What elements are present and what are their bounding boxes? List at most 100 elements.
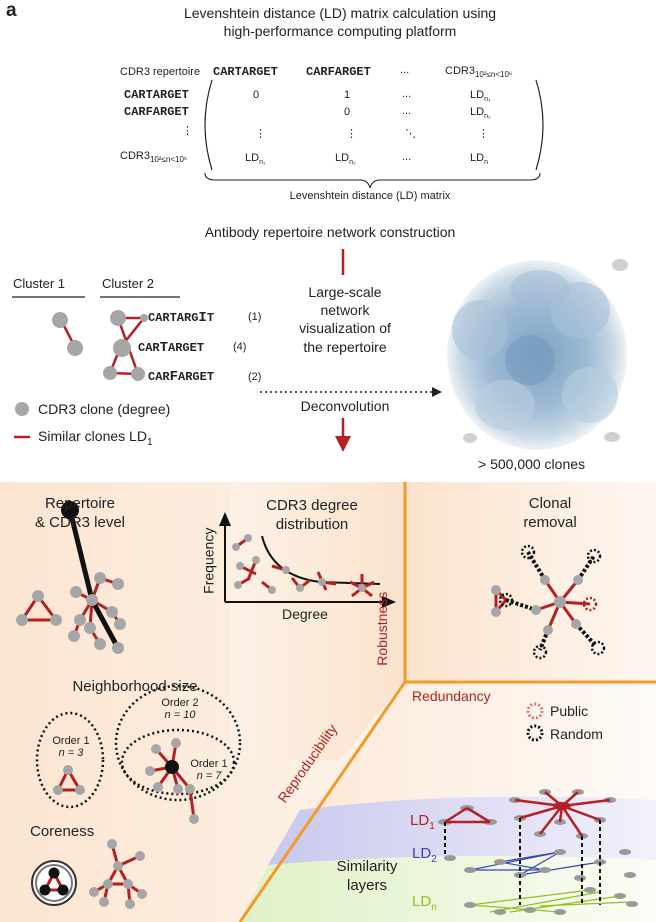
matrix-r1-c4: LDn₁ [470, 89, 490, 103]
matrix-row-label-4-text: CDR3 [120, 150, 150, 162]
random-icon [526, 724, 544, 742]
redundancy-label: Redundancy [412, 688, 491, 704]
title-line-2: high-performance computing platform [223, 22, 457, 39]
rep-level-line-1: Repertoire [44, 495, 116, 512]
public-label: Public [550, 703, 589, 719]
legend-similar-sub: 1 [146, 436, 153, 448]
repertoire-level-title: Repertoire & CDR3 level [20, 495, 140, 533]
seq2-post: ARGET [168, 341, 205, 355]
clonal-removal-title: Clonal removal [490, 495, 610, 533]
title-line-1: Levenshtein distance (LD) matrix calcula… [183, 5, 497, 21]
matrix-r4-c2: LDn₂ [335, 152, 356, 166]
seq1-pre: CARTARG [148, 311, 199, 325]
sequence-3: CARFARGET [148, 369, 214, 385]
matrix-r2-c2: 0 [344, 106, 351, 118]
matrix-r4-c2-text: LD [335, 152, 350, 164]
sequence-1-count: (1) [248, 311, 262, 323]
matrix-row-label-2: CARFARGET [124, 105, 189, 119]
ld1-text: LD [410, 812, 430, 829]
matrix-r2-c3: ... [402, 105, 412, 117]
matrix-r4-c4-sub: n [484, 159, 488, 167]
seq1-bold: I [198, 310, 207, 326]
order2-text: Order 2 [161, 697, 199, 709]
matrix-col-header-4-sub: 10²≤n<10⁶ [474, 70, 513, 80]
n10-text: n = 10 [164, 709, 196, 721]
public-icon [526, 702, 544, 720]
matrix-r3-c4: ⋮ [478, 128, 489, 140]
degree-dist-line-1: CDR3 degree [266, 497, 358, 514]
ld2-sub: 2 [431, 854, 437, 865]
panel-a-title: Levenshtein distance (LD) matrix calcula… [150, 5, 530, 40]
similarity-line-2: layers [346, 876, 387, 894]
panel-a-label: a [6, 0, 17, 21]
seq1-post: T [206, 311, 215, 325]
seq3-post: ARGET [178, 370, 215, 384]
cluster-1-label: Cluster 1 [13, 276, 66, 291]
similarity-line-1: Similarity [336, 858, 398, 875]
order1-left-label: Order 1 n = 3 [44, 735, 98, 759]
sequence-2-count: (4) [233, 341, 247, 353]
matrix-r2-c4: LDn₂ [470, 106, 491, 120]
matrix-brackets [204, 79, 544, 189]
matrix-r4-c1-text: LD [245, 152, 260, 164]
similarity-layers-title: Similarity layers [322, 858, 412, 896]
matrix-r3-c1: ⋮ [255, 128, 266, 140]
viz-line-3: visualization of [299, 320, 391, 337]
coreness-title: Coreness [30, 823, 95, 840]
order1-right-text: Order 1 [190, 758, 228, 770]
seq3-pre: CAR [148, 370, 170, 384]
random-label: Random [550, 726, 603, 742]
matrix-r4-c1: LDn₁ [245, 152, 265, 166]
ldn-label: LDn [412, 893, 437, 915]
cluster-2-label: Cluster 2 [102, 276, 155, 291]
matrix-r2-c4-sub: n₂ [484, 113, 491, 121]
matrix-row-label-4-sub: 10²≤n<10⁶ [149, 155, 188, 165]
matrix-row-label-ellipsis: ⋮ [182, 125, 193, 137]
viz-line-4: the repertoire [303, 338, 387, 355]
matrix-col-header-4: CDR310²≤n<10⁶ [445, 65, 512, 79]
sequence-2: CARTARGET [138, 340, 204, 356]
network-construction-title: Antibody repertoire network construction [204, 224, 456, 240]
ld2-label: LD2 [412, 845, 437, 867]
clonal-line-2: removal [523, 513, 577, 531]
matrix-r1-c3: ... [402, 88, 412, 100]
ldn-text: LD [412, 893, 432, 910]
similarity-layers-graph [438, 789, 638, 915]
matrix-r4-c4-text: LD [470, 152, 485, 164]
repertoire-level-graph [16, 501, 126, 654]
clonal-removal-graph [491, 544, 606, 660]
matrix-row-label-4: CDR310²≤n<10⁶ [120, 150, 187, 164]
matrix-r1-c2: 1 [344, 89, 351, 101]
viz-line-2: network [320, 302, 370, 319]
network-visualization-cloud [447, 259, 628, 450]
degree-dist-line-2: distribution [275, 515, 349, 533]
matrix-corner-label: CDR3 repertoire [120, 66, 201, 78]
matrix-r3-c3: ⋱ [405, 128, 416, 140]
legend-similar-label: Similar clones LD1 [38, 428, 153, 449]
matrix-col-header-3: ... [400, 64, 410, 76]
ld2-text: LD [412, 845, 432, 862]
matrix-row-label-1: CARTARGET [124, 88, 189, 102]
frequency-axis-label: Frequency [200, 527, 217, 594]
robustness-label: Robustness [374, 591, 391, 666]
order2-label: Order 2 n = 10 [150, 697, 210, 721]
matrix-r3-c2: ⋮ [346, 128, 357, 140]
matrix-r4-c2-sub: n₂ [349, 159, 356, 167]
sequence-1: CARTARGIT [148, 310, 214, 326]
seq3-bold: F [169, 369, 179, 385]
matrix-r1-c4-sub: n₁ [484, 96, 491, 104]
ld1-sub: 1 [429, 821, 435, 832]
clones-count-label: > 500,000 clones [478, 456, 586, 472]
matrix-r1-c1: 0 [253, 89, 260, 101]
degree-axis-label: Degree [282, 606, 328, 622]
viz-line-1: Large-scale [308, 284, 382, 300]
coreness-graph [31, 839, 147, 909]
panel-a-graphics [12, 249, 628, 452]
n7-text: n = 7 [196, 770, 222, 782]
sequence-3-count: (2) [248, 371, 262, 383]
matrix-r2-c4-text: LD [470, 106, 485, 118]
matrix-r1-c4-text: LD [470, 89, 485, 101]
order1-right-label: Order 1 n = 7 [184, 758, 234, 782]
seq2-bold: T [159, 340, 169, 356]
